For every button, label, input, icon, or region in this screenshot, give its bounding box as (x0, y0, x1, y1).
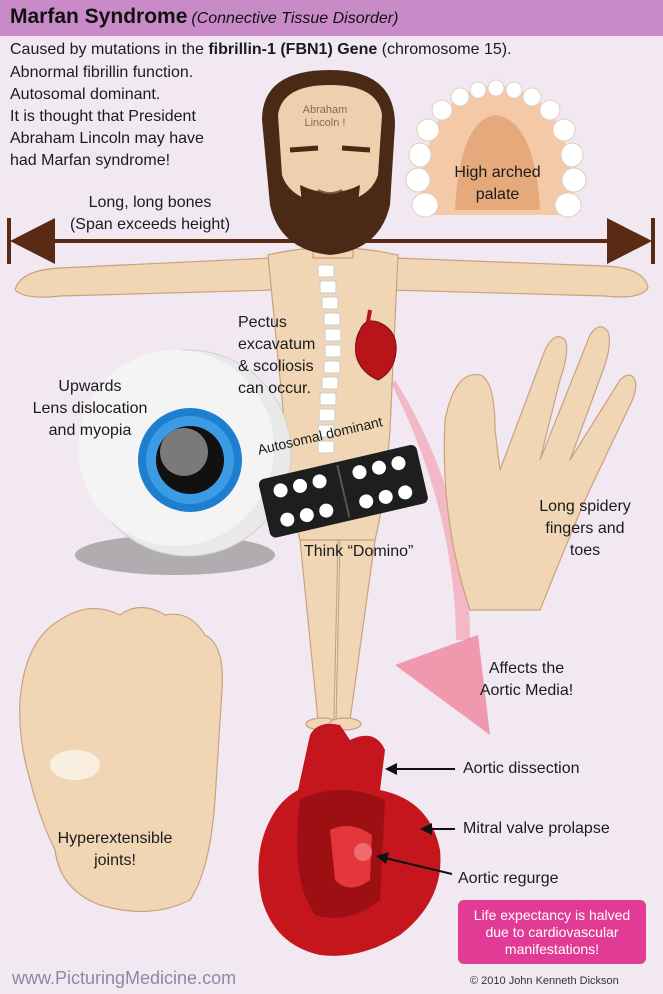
mitral-valve-label: Mitral valve prolapse (463, 820, 610, 837)
website-footer: www.PicturingMedicine.com (12, 968, 237, 988)
palate-illustration (405, 79, 587, 218)
aorta-arrow (392, 380, 490, 735)
intro-line-3: Autosomal dominant. (10, 86, 161, 103)
aortic-regurge-label: Aortic regurge (458, 870, 559, 887)
intro-line-4: It is thought that President (10, 108, 196, 125)
domino-caption: Think “Domino” (304, 543, 414, 560)
header-band (0, 0, 663, 36)
copyright-footer: © 2010 John Kenneth Dickson (470, 975, 619, 987)
open-hand-illustration (443, 326, 637, 611)
intro-line-2: Abnormal fibrillin function. (10, 64, 194, 81)
bones-label: Long, long bones(Span exceeds height) (69, 194, 231, 233)
page-subtitle: (Connective Tissue Disorder) (191, 10, 399, 27)
fist-illustration (19, 606, 223, 912)
aortic-dissection-label: Aortic dissection (463, 760, 580, 777)
intro-line-1: Caused by mutations in the fibrillin-1 (… (10, 41, 512, 58)
eyeball-illustration (75, 349, 292, 575)
chest-heart-illustration (355, 309, 397, 381)
lincoln-head (262, 70, 395, 255)
life-expectancy-line-3: manifestations! (504, 940, 600, 957)
heart-pointer-arrows (376, 763, 455, 875)
life-expectancy-line-2: due to cardiovascular (485, 923, 619, 940)
life-expectancy-box: Life expectancy is halved due to cardiov… (458, 900, 646, 964)
domino-illustration (258, 445, 428, 538)
intro-line-5: Abraham Lincoln may have (10, 130, 204, 147)
life-expectancy-line-1: Life expectancy is halved (473, 906, 631, 923)
spine (317, 264, 342, 454)
heart-illustration (258, 723, 441, 956)
page-title: Marfan Syndrome(Connective Tissue Disord… (10, 5, 399, 28)
intro-line-6: had Marfan syndrome! (10, 152, 171, 169)
